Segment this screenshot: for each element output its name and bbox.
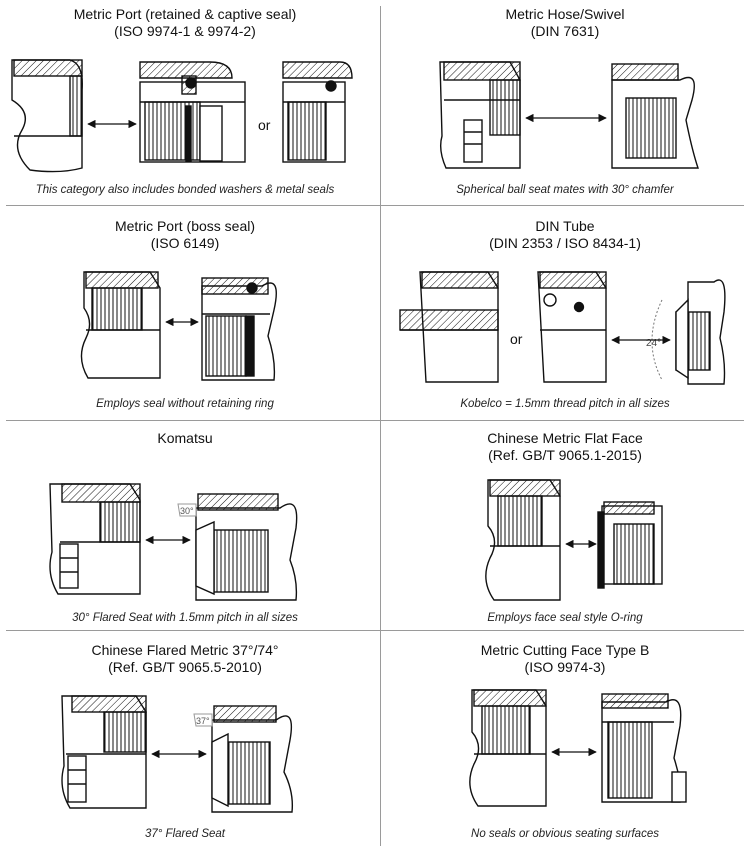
column-divider bbox=[380, 6, 381, 846]
cell-title: DIN Tube (DIN 2353 / ISO 8434-1) bbox=[489, 218, 641, 251]
cell-caption: Kobelco = 1.5mm thread pitch in all size… bbox=[460, 398, 670, 410]
or-label: or bbox=[510, 331, 523, 347]
cell-chinese-flared: Chinese Flared Metric 37°/74° (Ref. GB/T… bbox=[0, 636, 370, 840]
chinese-flat-face-diagram bbox=[485, 479, 663, 601]
cell-title: Metric Hose/Swivel (DIN 7631) bbox=[505, 6, 625, 39]
cell-caption: Spherical ball seat mates with 30° chamf… bbox=[456, 184, 674, 196]
cell-chinese-flat-face: Chinese Metric Flat Face (Ref. GB/T 9065… bbox=[380, 424, 750, 624]
chinese-flared-diagram: 37° bbox=[61, 695, 294, 813]
cell-title: Metric Port (retained & captive seal) (I… bbox=[73, 6, 297, 39]
cell-din-tube: DIN Tube (DIN 2353 / ISO 8434-1) bbox=[380, 212, 750, 412]
cell-caption: Employs face seal style O-ring bbox=[487, 612, 643, 624]
cell-metric-port-retained: Metric Port (retained & captive seal) (I… bbox=[0, 0, 370, 200]
cell-title: Metric Port (boss seal) (ISO 6149) bbox=[114, 218, 256, 251]
komatsu-diagram: 30° bbox=[49, 483, 298, 601]
angle-label: 30° bbox=[180, 506, 194, 516]
metric-port-retained-diagram: or bbox=[11, 59, 353, 173]
row-divider-1 bbox=[6, 205, 744, 206]
cell-caption: Employs seal without retaining ring bbox=[96, 398, 274, 410]
or-label: or bbox=[258, 117, 271, 133]
row-divider-2 bbox=[6, 420, 744, 421]
cell-metric-port-boss: Metric Port (boss seal) (ISO 6149) Emplo… bbox=[0, 212, 370, 412]
cell-caption: No seals or obvious seating surfaces bbox=[471, 828, 659, 840]
cell-caption: 37° Flared Seat bbox=[144, 828, 226, 840]
metric-cutting-face-diagram bbox=[469, 689, 687, 807]
cell-metric-hose-swivel: Metric Hose/Swivel (DIN 7631) Spherical … bbox=[380, 0, 750, 200]
cell-metric-cutting-face: Metric Cutting Face Type B (ISO 9974-3) … bbox=[380, 636, 750, 840]
row-divider-3 bbox=[6, 630, 744, 631]
cell-komatsu: Komatsu 30° 30° Flared Seat with bbox=[0, 424, 370, 624]
metric-hose-swivel-diagram bbox=[439, 61, 699, 169]
cell-title: Chinese Metric Flat Face (Ref. GB/T 9065… bbox=[487, 430, 643, 463]
cell-title: Chinese Flared Metric 37°/74° (Ref. GB/T… bbox=[91, 642, 279, 675]
cell-caption: 30° Flared Seat with 1.5mm pitch in all … bbox=[72, 612, 298, 624]
cell-title: Komatsu bbox=[157, 430, 213, 446]
cell-title: Metric Cutting Face Type B (ISO 9974-3) bbox=[480, 642, 650, 675]
metric-port-boss-diagram bbox=[80, 271, 277, 381]
din-tube-diagram: 24° or bbox=[399, 271, 726, 385]
cell-caption: This category also includes bonded washe… bbox=[35, 184, 335, 196]
angle-label: 37° bbox=[196, 716, 210, 726]
